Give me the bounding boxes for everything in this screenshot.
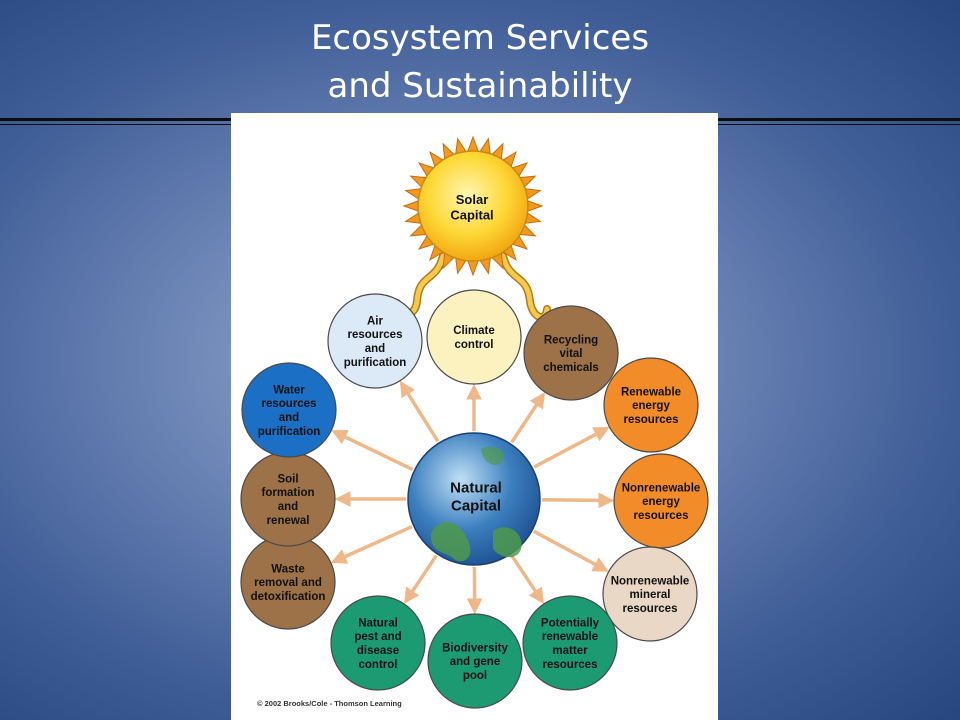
earth-continent-2 bbox=[493, 527, 522, 558]
service-soil: Soil formation and renewal bbox=[240, 451, 336, 547]
service-label-nonrenewable-mineral-line-2: mineral bbox=[630, 589, 671, 601]
service-label-recycling-line-3: chemicals bbox=[543, 362, 599, 374]
slide-title-line-2: and Sustainability bbox=[327, 66, 633, 106]
service-label-climate-line-2: control bbox=[455, 339, 494, 351]
service-label-water-line-1: Water bbox=[273, 384, 305, 396]
service-label-biodiversity-line-2: and gene bbox=[450, 656, 500, 668]
service-label-potentially-renewable-line-1: Potentially bbox=[541, 617, 600, 629]
slide-title-line-1: Ecosystem Services bbox=[310, 18, 650, 58]
service-circle-biodiversity bbox=[427, 613, 523, 709]
service-circle-pest-control bbox=[330, 595, 426, 691]
service-label-air-line-1: Air bbox=[367, 315, 384, 327]
service-label-biodiversity-line-3: pool bbox=[463, 670, 487, 682]
sun-icon bbox=[417, 150, 529, 262]
service-circle-air bbox=[327, 293, 423, 389]
sun-label-line-1: Solar bbox=[456, 192, 489, 207]
service-label-air-line-2: resources bbox=[348, 329, 403, 341]
arrow-to-nonrenewable-mineral bbox=[533, 529, 609, 572]
service-label-water-line-2: resources bbox=[262, 398, 317, 410]
service-label-air-line-3: and bbox=[365, 343, 385, 355]
service-label-nonrenewable-mineral-line-1: Nonrenewable bbox=[611, 575, 690, 587]
service-label-potentially-renewable-line-2: renewable bbox=[542, 631, 598, 643]
service-label-soil-line-2: formation bbox=[261, 487, 314, 499]
service-waste: Waste removal and detoxification bbox=[240, 534, 336, 630]
service-label-nonrenewable-mineral-line-3: resources bbox=[623, 603, 678, 615]
service-label-waste-line-3: detoxification bbox=[251, 591, 326, 603]
center-label-line-1: Natural bbox=[450, 479, 502, 496]
service-label-renewable-energy-line-1: Renewable bbox=[621, 386, 681, 398]
service-label-soil-line-4: renewal bbox=[267, 515, 310, 527]
slide-title: Ecosystem Services and Sustainability bbox=[0, 14, 960, 110]
arrow-to-nonrenewable-energy bbox=[541, 492, 615, 509]
service-label-nonrenewable-energy-line-2: energy bbox=[642, 496, 680, 508]
service-label-pest-control-line-4: control bbox=[359, 659, 398, 671]
service-circle-potentially-renewable bbox=[522, 595, 618, 691]
service-label-pest-control-line-3: disease bbox=[357, 645, 399, 657]
service-nonrenewable-mineral: Nonrenewable mineral resources bbox=[602, 546, 698, 642]
arrow-to-renewable-energy bbox=[533, 426, 610, 469]
service-circle-water bbox=[241, 362, 337, 458]
service-circle-renewable-energy bbox=[603, 357, 699, 453]
service-pest-control: Natural pest and disease control bbox=[330, 595, 426, 691]
arrow-to-pest-control bbox=[403, 554, 438, 605]
copyright-caption: © 2002 Brooks/Cole - Thomson Learning bbox=[257, 699, 402, 708]
earth-continent-1 bbox=[430, 522, 471, 562]
service-label-potentially-renewable-line-4: resources bbox=[543, 659, 598, 671]
service-circle-nonrenewable-mineral bbox=[602, 546, 698, 642]
service-label-climate-line-1: Climate bbox=[453, 325, 495, 337]
service-potentially-renewable: Potentially renewable matter resources bbox=[522, 595, 618, 691]
service-label-potentially-renewable-line-3: matter bbox=[552, 645, 588, 657]
service-label-recycling-line-2: vital bbox=[559, 348, 582, 360]
service-label-pest-control-line-2: pest and bbox=[354, 631, 401, 643]
service-label-recycling-line-1: Recycling bbox=[544, 334, 598, 346]
service-label-air-line-4: purification bbox=[344, 357, 407, 369]
service-nonrenewable-energy: Nonrenewable energy resources bbox=[613, 453, 709, 549]
service-label-water-line-4: purification bbox=[258, 426, 321, 438]
service-air: Air resources and purification bbox=[327, 293, 423, 389]
service-label-renewable-energy-line-3: resources bbox=[624, 414, 679, 426]
service-label-renewable-energy-line-2: energy bbox=[632, 400, 670, 412]
service-circle-climate bbox=[426, 289, 522, 385]
service-label-waste-line-1: Waste bbox=[271, 563, 304, 575]
arrow-to-air bbox=[399, 380, 440, 443]
ecosystem-diagram: SolarCapitalNaturalCapitalAirresourcesan… bbox=[240, 135, 709, 709]
service-label-water-line-3: and bbox=[279, 412, 299, 424]
arrow-to-water bbox=[331, 430, 414, 472]
arrow-to-recycling bbox=[510, 392, 546, 444]
arrow-to-waste bbox=[330, 525, 413, 564]
service-circle-recycling bbox=[523, 305, 619, 401]
service-label-nonrenewable-energy-line-1: Nonrenewable bbox=[622, 482, 701, 494]
service-water: Water resources and purification bbox=[241, 362, 337, 458]
service-renewable-energy: Renewable energy resources bbox=[603, 357, 699, 453]
service-label-waste-line-2: removal and bbox=[254, 577, 322, 589]
service-recycling: Recycling vital chemicals bbox=[523, 305, 619, 401]
service-climate: Climate control bbox=[426, 289, 522, 385]
center-label-line-2: Capital bbox=[451, 497, 501, 514]
earth-continent-3 bbox=[481, 446, 505, 465]
arrow-to-potentially-renewable bbox=[510, 554, 545, 605]
sun-label-line-2: Capital bbox=[450, 207, 493, 222]
service-label-pest-control-line-1: Natural bbox=[358, 617, 398, 629]
service-label-soil-line-3: and bbox=[278, 501, 298, 513]
service-label-nonrenewable-energy-line-3: resources bbox=[634, 510, 689, 522]
service-label-soil-line-1: Soil bbox=[277, 473, 298, 485]
service-label-biodiversity-line-1: Biodiversity bbox=[442, 642, 508, 654]
service-biodiversity: Biodiversity and gene pool bbox=[427, 613, 523, 709]
